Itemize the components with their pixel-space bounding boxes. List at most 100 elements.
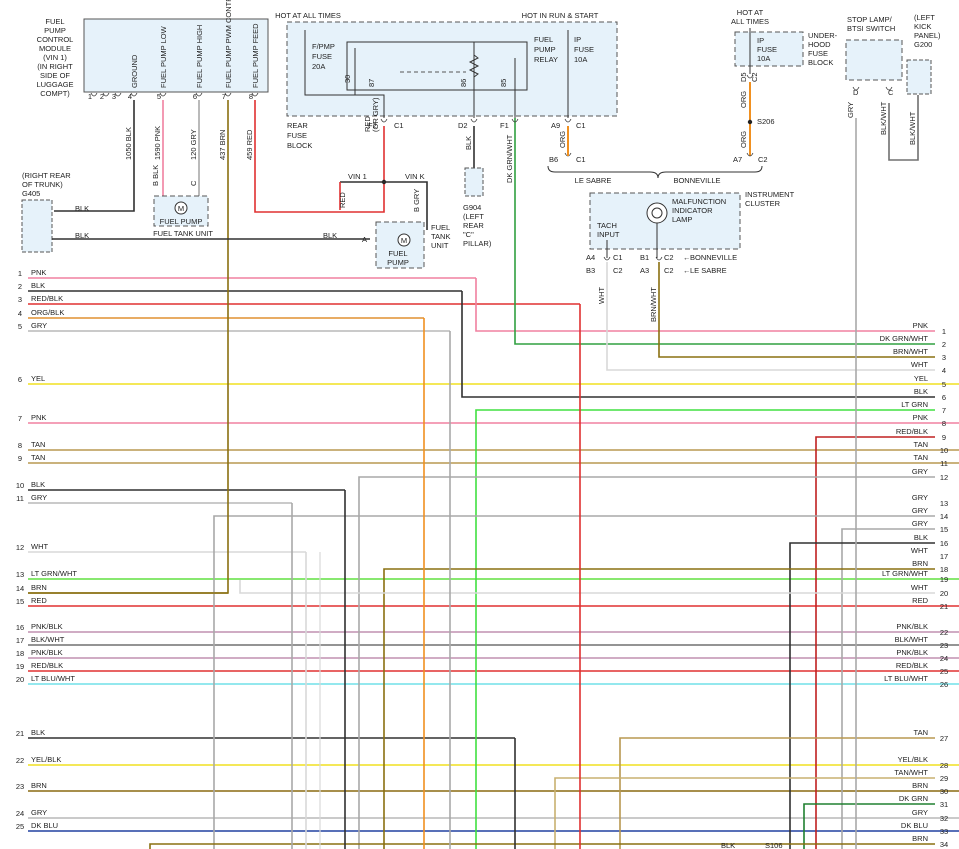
right-row-label: PNK [913, 413, 928, 422]
g405-label: G405 [22, 189, 40, 198]
fuel-tank-pin-b: B BLK [151, 165, 160, 186]
left-row-label: GRY [31, 321, 47, 330]
right-row-label: PNK/BLK [896, 622, 928, 631]
underhood-ip-fuse: 10A [757, 54, 770, 63]
right-row-number: 28 [940, 761, 948, 770]
right-row-label: GRY [912, 467, 928, 476]
g904-label: REAR [463, 221, 484, 230]
left-row-number: 25 [16, 822, 24, 831]
left-row-number: 4 [18, 309, 22, 318]
wire-pnk-1 [475, 278, 935, 332]
left-row-label: LT BLU/WHT [31, 674, 75, 683]
fpcm-title: (IN RIGHT [37, 62, 73, 71]
right-row-label: YEL [914, 374, 928, 383]
left-row-number: 2 [18, 282, 22, 291]
left-row-label: BLK [31, 281, 45, 290]
fuel-tank-pin-a: A [362, 235, 367, 244]
pin-a4: A4 [586, 253, 595, 262]
underhood-ip-fuse: IP [757, 36, 764, 45]
right-row-number: 23 [940, 641, 948, 650]
left-row-label: YEL [31, 374, 45, 383]
mil-label: MALFUNCTION [672, 197, 726, 206]
fpcm-pin-circuit: 120 GRY [189, 129, 198, 160]
vin1-label: VIN 1 [348, 172, 367, 181]
ip-fuse-label: IP [574, 35, 581, 44]
pin-symbol [511, 118, 519, 123]
left-row-number: 5 [18, 322, 22, 331]
motor-m: M [178, 204, 184, 213]
right-row-label: TAN [914, 728, 928, 737]
left-row-number: 21 [16, 729, 24, 738]
pin-symbol [114, 92, 122, 97]
wire-label-wht: WHT [597, 287, 606, 304]
g405-ground [21, 199, 53, 253]
wire-label-blk-s106: BLK [721, 841, 735, 849]
wire-brnwht-3 [658, 262, 935, 358]
wire-label-or-gry: (OR GRY) [371, 97, 380, 132]
conn-b6: B6 [549, 155, 558, 164]
conn-d5: D5 [739, 72, 748, 82]
fpcm-pin-circuit: 459 RED [245, 129, 254, 160]
wire-label-blk-2: BLK [75, 231, 89, 240]
right-row-number: 18 [940, 565, 948, 574]
right-row-label: RED [912, 596, 928, 605]
pin-symbol [603, 256, 611, 261]
wire-label-blk-g405: BLK [75, 204, 89, 213]
g904-label: PILLAR) [463, 239, 492, 248]
right-row-number: 27 [940, 734, 948, 743]
model-brace [547, 165, 763, 179]
right-row-label: BLK/WHT [895, 635, 929, 644]
left-row-number: 20 [16, 675, 24, 684]
fpcm-title: LUGGAGE [36, 80, 73, 89]
pin-symbol [655, 256, 663, 261]
right-row-number: 19 [940, 575, 948, 584]
left-row-label: BLK [31, 728, 45, 737]
fpcm-title: COMPT) [40, 89, 70, 98]
internal-feed [304, 30, 385, 118]
wire-brn-34 [149, 843, 935, 849]
right-row-number: 14 [940, 512, 948, 521]
wire-vin [340, 181, 428, 230]
left-row-label: PNK [31, 268, 46, 277]
fuel-pump-2-label: PUMP [387, 258, 409, 267]
right-row-number: 1 [942, 327, 946, 336]
wire-fpcm-pwm [28, 100, 229, 594]
right-row-label: WHT [911, 546, 928, 555]
fpmp-fuse-label: FUSE [312, 52, 332, 61]
stop-lamp-label: BTSI SWITCH [847, 24, 895, 33]
s106-label: S106 [765, 841, 783, 849]
left-row-label: RED/BLK [31, 661, 63, 670]
left-row-label: DK BLU [31, 821, 58, 830]
cluster-title: CLUSTER [745, 199, 781, 208]
wire-tanwht-29 [554, 777, 935, 849]
left-row-number: 17 [16, 636, 24, 645]
fuel-tank-unit-2-label: UNIT [431, 241, 449, 250]
underhood-label: HOOD [808, 40, 831, 49]
left-row-label: BRN [31, 781, 47, 790]
rear-fuse-block-label: FUSE [287, 131, 307, 140]
conn-c1c: C1 [576, 155, 586, 164]
rear-fuse-block [286, 21, 618, 117]
kick-panel-label: KICK [914, 22, 932, 31]
kick-panel-label: (LEFT [914, 13, 935, 22]
pin-c2c: C2 [664, 266, 674, 275]
left-row-number: 8 [18, 441, 22, 450]
wire-label-red: RED [363, 116, 372, 132]
right-row-number: 33 [940, 827, 948, 836]
wire-wht-4 [606, 262, 935, 371]
pin-symbol [852, 86, 860, 91]
fpmp-fuse-label: F/PMP [312, 42, 335, 51]
relay-coil [468, 54, 480, 78]
conn-d2: D2 [458, 121, 468, 130]
s206-label: S206 [757, 117, 775, 126]
pin-symbol [746, 74, 754, 79]
right-row-label: GRY [912, 519, 928, 528]
fuel-pump-motor-icon-2 [397, 233, 411, 247]
left-row-label: PNK/BLK [31, 648, 63, 657]
fpcm-pin-number: 6 [193, 92, 197, 101]
right-row-number: 32 [940, 814, 948, 823]
right-row-number: 8 [942, 419, 946, 428]
pin-symbol [224, 92, 232, 97]
fpcm-title: (VIN 1) [43, 53, 67, 62]
fpcm-pin-name: GROUND [130, 54, 139, 88]
